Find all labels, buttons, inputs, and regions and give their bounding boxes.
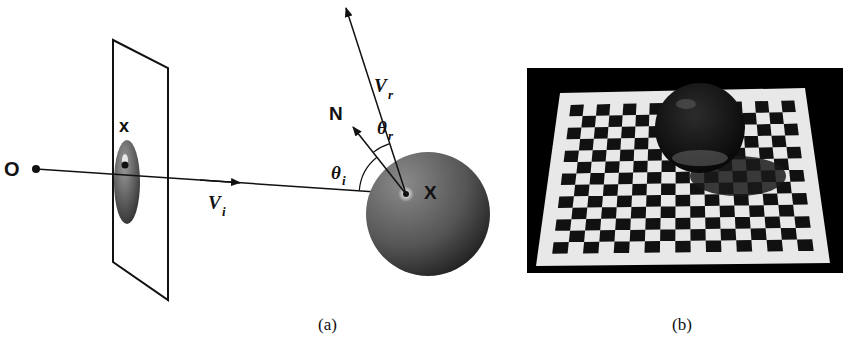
checker-square <box>794 216 810 228</box>
checker-square <box>661 183 676 195</box>
caption-letter: (a) <box>318 316 337 333</box>
checker-square <box>585 219 601 231</box>
checker-square <box>633 161 648 173</box>
checker-square <box>555 219 571 231</box>
checker-square <box>789 170 805 182</box>
checker-square <box>605 161 620 173</box>
checker-square <box>736 240 752 252</box>
angle-label: θ <box>331 163 341 182</box>
checker-square <box>583 242 599 254</box>
checker-square <box>590 173 605 185</box>
checker-square <box>561 173 577 185</box>
checker-square <box>647 172 662 184</box>
checker-square <box>607 138 622 150</box>
checker-square <box>621 127 635 139</box>
checker-square <box>635 115 649 127</box>
checker-square <box>676 172 690 184</box>
checker-square <box>615 218 631 230</box>
checker-square <box>778 205 794 217</box>
subscript: r <box>388 129 393 142</box>
vector-label: V <box>208 193 221 212</box>
checker-square <box>617 196 632 208</box>
checker-square <box>571 208 587 220</box>
checker-square <box>787 147 802 159</box>
checker-square <box>594 127 609 139</box>
checker-square <box>765 217 781 229</box>
angle-label: θ <box>377 118 387 137</box>
checker-square <box>614 241 630 253</box>
vector-label: V <box>374 76 387 95</box>
checker-square <box>769 112 784 124</box>
checker-square <box>558 196 574 208</box>
checker-square <box>751 228 767 240</box>
checker-square <box>767 240 783 252</box>
checker-square <box>759 147 774 159</box>
checker-square <box>705 194 720 206</box>
checker-square <box>720 206 735 218</box>
checker-square <box>552 242 569 254</box>
checker-square <box>599 230 615 242</box>
checker-square <box>755 101 769 113</box>
checker-square <box>645 241 661 253</box>
checker-square <box>618 173 633 185</box>
point-label: O <box>4 159 20 179</box>
checker-square <box>632 184 647 196</box>
caption-letter: (b) <box>672 316 692 333</box>
checker-square <box>579 139 594 151</box>
checker-square <box>631 207 646 219</box>
checker-square <box>797 239 814 251</box>
checker-square <box>792 193 808 205</box>
checker-square <box>569 105 584 117</box>
checker-square <box>661 206 676 218</box>
checker-square <box>721 229 737 241</box>
checker-square <box>735 217 751 229</box>
checker-square <box>581 116 596 128</box>
checker-square <box>630 230 646 242</box>
checker-square <box>749 205 765 217</box>
checker-square <box>576 162 591 174</box>
checker-square <box>763 194 779 206</box>
checker-square <box>648 149 662 161</box>
checker-square <box>676 195 691 207</box>
point-label: X <box>424 183 437 202</box>
checker-square <box>772 135 787 147</box>
point-label: x <box>119 117 129 135</box>
subscript: i <box>342 174 346 187</box>
checker-square <box>587 196 603 208</box>
checker-square <box>675 241 690 253</box>
checker-square <box>596 104 610 116</box>
checker-square <box>620 150 635 162</box>
checker-square <box>781 228 797 240</box>
checker-square <box>744 136 759 148</box>
checker-square <box>690 229 705 241</box>
checker-square <box>634 138 648 150</box>
checker-square <box>569 231 585 243</box>
checker-square <box>567 128 582 140</box>
checker-square <box>757 124 772 136</box>
checker-square <box>784 124 799 136</box>
checker-square <box>574 185 590 197</box>
subscript: r <box>388 88 393 101</box>
checker-square <box>601 207 617 219</box>
subscript: i <box>222 205 226 218</box>
checker-square <box>603 184 618 196</box>
checker-square <box>660 229 675 241</box>
vector-label: N <box>329 104 343 123</box>
checker-square <box>645 218 660 230</box>
checker-square <box>592 150 607 162</box>
checker-square <box>608 115 622 127</box>
checker-square <box>646 195 661 207</box>
checker-square <box>781 101 796 113</box>
checker-square <box>675 218 690 230</box>
checker-square <box>705 217 720 229</box>
checker-square <box>564 150 579 162</box>
checker-square <box>706 240 722 252</box>
checker-square <box>690 206 705 218</box>
checker-square <box>623 104 637 116</box>
